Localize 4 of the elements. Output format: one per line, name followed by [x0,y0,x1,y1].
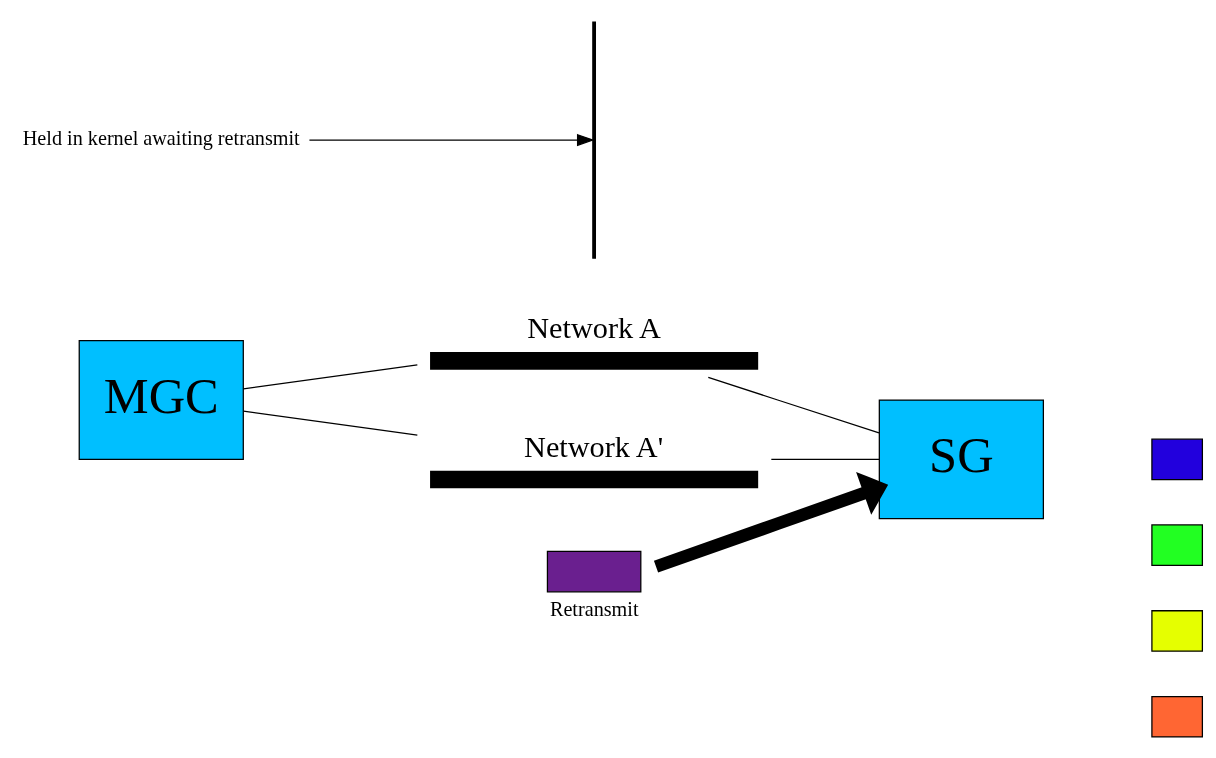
node-text: Held in kernel awaiting retransmit [22,126,300,149]
node-label: Retransmit [549,597,639,620]
node-label: Network A [527,310,661,345]
node-label: Network A' [524,429,664,464]
